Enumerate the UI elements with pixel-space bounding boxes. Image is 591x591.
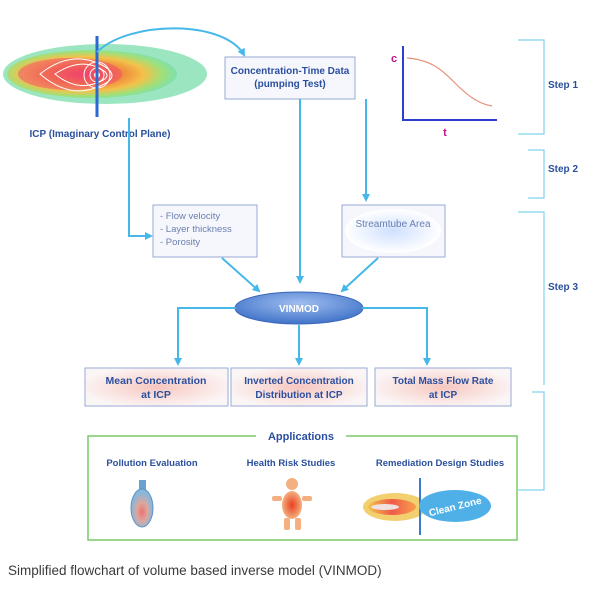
- mini-chart-curve: [406, 57, 493, 107]
- inverted-distribution-line1: Inverted Concentration: [244, 376, 353, 387]
- application-pollution-evaluation: Pollution Evaluation: [106, 458, 198, 469]
- arrow-icp-to-params: [128, 118, 153, 240]
- icp-label: ICP (Imaginary Control Plane): [30, 129, 171, 140]
- mini-chart-y-label: c: [391, 53, 397, 65]
- concentration-time-box: Concentration-Time Data (pumping Test): [224, 56, 356, 100]
- arrow-streamtube-to-vinmod: [340, 257, 379, 293]
- contaminant-plume-image: [3, 36, 207, 117]
- applications-bracket: [518, 391, 545, 491]
- application-health-risk: Health Risk Studies: [247, 458, 336, 469]
- clean-zone-badge: [419, 490, 491, 522]
- step-1-label: Step 1: [548, 80, 578, 91]
- streamtube-area-box: Streamtube Area: [341, 204, 446, 258]
- arrow-plume-to-concentration: [96, 27, 245, 57]
- arrow-vinmod-to-mean: [174, 307, 236, 366]
- step-brackets: Step 1 Step 2 Step 3: [518, 39, 578, 491]
- concentration-time-title: Concentration-Time Data: [231, 66, 350, 77]
- param-flow-velocity: - Flow velocity: [160, 211, 220, 222]
- pollution-drop-icon: [130, 480, 154, 528]
- concentration-time-mini-chart: c t: [391, 46, 497, 139]
- mini-chart-x-label: t: [443, 127, 447, 139]
- application-remediation-design: Remediation Design Studies: [376, 458, 504, 469]
- concentration-time-subtitle: (pumping Test): [254, 79, 325, 90]
- mean-concentration-box: Mean Concentration at ICP: [84, 367, 229, 407]
- applications-frame: [87, 435, 518, 541]
- total-mass-flow-line2: at ICP: [429, 390, 458, 401]
- vinmod-label: VINMOD: [279, 304, 319, 315]
- aquifer-parameters-box: - Flow velocity - Layer thickness - Poro…: [152, 204, 258, 258]
- inverted-distribution-box: Inverted Concentration Distribution at I…: [230, 367, 368, 407]
- step-3-bracket: [518, 211, 545, 385]
- param-porosity: - Porosity: [160, 237, 200, 248]
- vinmod-node: VINMOD: [234, 291, 364, 325]
- step-1-bracket: [518, 39, 545, 135]
- mean-concentration-line2: at ICP: [141, 389, 171, 401]
- arrow-params-to-vinmod: [221, 257, 261, 293]
- person-icon: [272, 478, 312, 530]
- param-layer-thickness: - Layer thickness: [160, 224, 232, 235]
- total-mass-flow-line1: Total Mass Flow Rate: [393, 376, 494, 387]
- total-mass-flow-box: Total Mass Flow Rate at ICP: [374, 367, 512, 407]
- step-3-label: Step 3: [548, 282, 578, 293]
- applications-title: Applications: [268, 431, 334, 443]
- figure-caption: Simplified flowchart of volume based inv…: [8, 563, 382, 578]
- step-2-label: Step 2: [548, 164, 578, 175]
- mean-concentration-line1: Mean Concentration: [106, 375, 207, 387]
- step-2-bracket: [528, 149, 545, 199]
- remediation-plume-icon: Clean Zone: [363, 478, 491, 535]
- inverted-distribution-line2: Distribution at ICP: [255, 390, 343, 401]
- applications-panel: Applications Pollution Evaluation Health…: [87, 431, 518, 541]
- arrow-vinmod-to-total: [362, 307, 431, 366]
- streamtube-area-label: Streamtube Area: [355, 219, 430, 230]
